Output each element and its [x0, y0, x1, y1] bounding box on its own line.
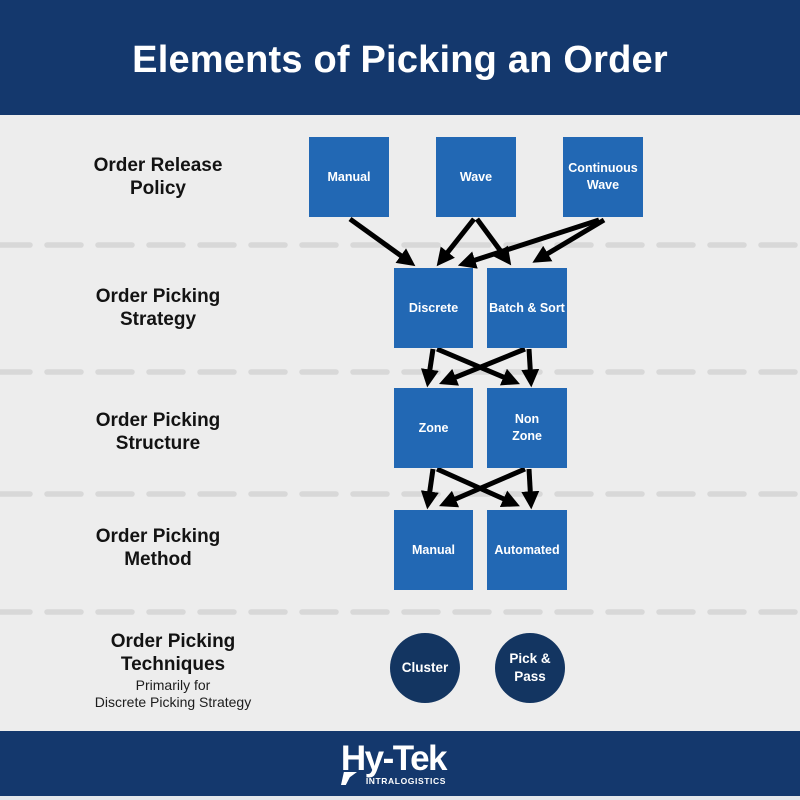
header-band: Elements of Picking an Order: [0, 0, 800, 115]
node-label: Continuous Wave: [568, 161, 638, 192]
node-label: Automated: [494, 542, 560, 557]
arrow-nonzone-automated: [521, 468, 540, 510]
label-order-picking-strategy: Order Picking Strategy: [95, 286, 221, 330]
brand-wordmark: Hy-Tek: [340, 739, 448, 778]
node-structure-zone: Zone: [394, 388, 473, 468]
node-label: Wave: [459, 169, 493, 184]
node-method-manual: Manual: [394, 510, 473, 590]
node-label: Zone: [418, 420, 449, 435]
node-technique-pick-pass: Pick & Pass: [495, 633, 565, 703]
node-release-manual: Manual: [309, 137, 389, 217]
node-label: Batch & Sort: [489, 300, 565, 315]
footer-band: [0, 731, 800, 796]
arrow-zone-manual: [420, 468, 439, 510]
arrow-manual-discrete: [348, 216, 416, 267]
node-label: Non Zone: [512, 412, 542, 443]
node-release-continuous-wave: Continuous Wave: [563, 137, 643, 217]
label-techniques-note: Primarily for Discrete Picking Strategy: [94, 677, 252, 710]
arrow-nonzone-manual: [439, 466, 526, 508]
node-technique-cluster: Cluster: [390, 633, 460, 703]
label-order-release-policy: Order Release Policy: [93, 155, 223, 199]
node-strategy-discrete: Discrete: [394, 268, 473, 348]
arrow-wave-discrete: [436, 217, 476, 267]
node-structure-non-zone: Non Zone: [487, 388, 567, 468]
arrow-continuouswave-discrete: [457, 217, 600, 269]
node-label: Discrete: [408, 300, 459, 315]
brand-tagline: INTRALOGISTICS: [365, 776, 446, 786]
node-label: Cluster: [401, 660, 449, 675]
label-order-picking-method: Order Picking Method: [95, 526, 221, 570]
node-release-wave: Wave: [436, 137, 516, 217]
bottom-strip: [0, 796, 800, 800]
page-title: Elements of Picking an Order: [132, 39, 668, 81]
node-label: Manual: [411, 542, 456, 557]
arrow-batchsort-nonzone: [521, 348, 540, 388]
label-order-picking-structure: Order Picking Structure: [95, 410, 221, 454]
node-method-automated: Automated: [487, 510, 567, 590]
arrow-zone-automated: [435, 466, 520, 508]
node-label: Manual: [327, 169, 371, 184]
label-order-picking-techniques: Order Picking Techniques: [110, 631, 236, 675]
arrow-discrete-nonzone: [436, 346, 520, 386]
node-label: Pick & Pass: [509, 651, 551, 684]
arrow-continuouswave-batchsort: [532, 217, 606, 263]
arrow-discrete-zone: [420, 348, 439, 388]
arrow-batchsort-zone: [438, 346, 526, 386]
arrow-wave-batchsort: [474, 217, 512, 266]
hytek-logo: Hy-Tek INTRALOGISTICS: [340, 739, 448, 786]
node-strategy-batch-sort: Batch & Sort: [487, 268, 567, 348]
